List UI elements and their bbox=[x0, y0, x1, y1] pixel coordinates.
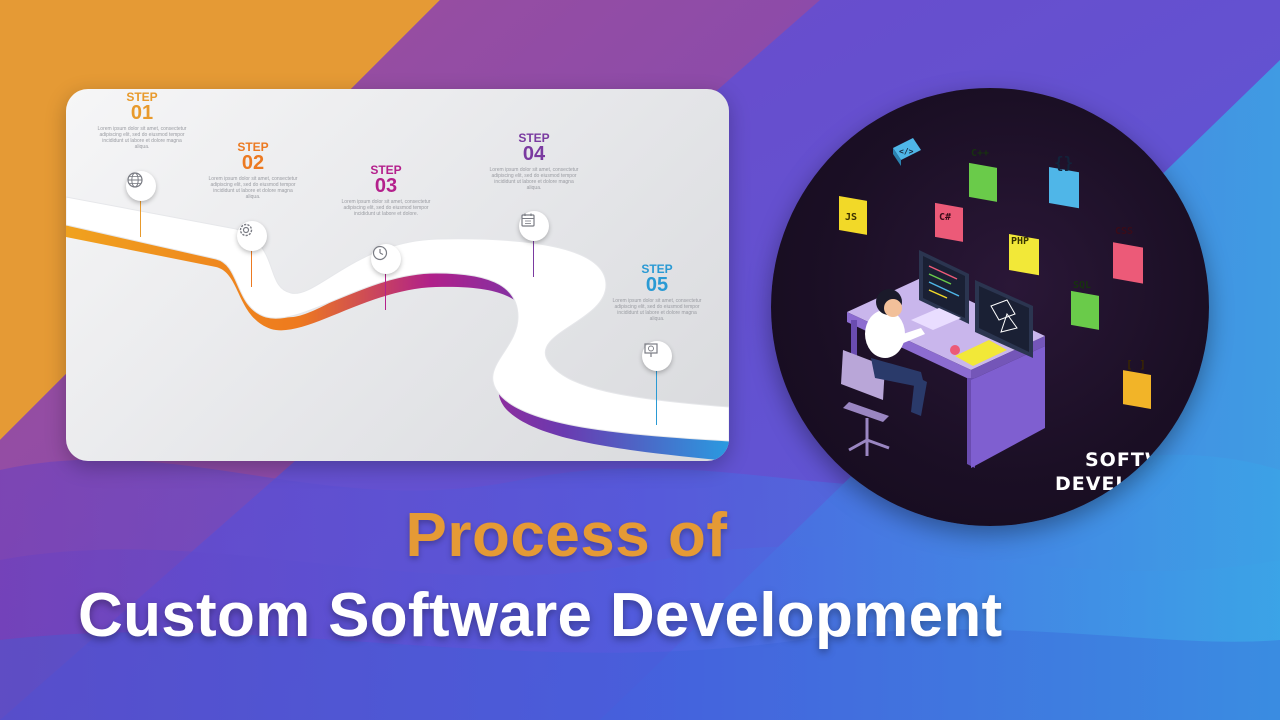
step-01: STEP 01 Lorem ipsum dolor sit amet, cons… bbox=[94, 91, 190, 150]
step-04-pin-line bbox=[533, 239, 534, 277]
step-03-label: STEP bbox=[370, 163, 402, 177]
page-title: Custom Software Development bbox=[78, 581, 1003, 650]
step-02: STEP 02 Lorem ipsum dolor sit amet, cons… bbox=[205, 141, 301, 200]
step-02-pin-line bbox=[251, 249, 252, 287]
step-03-description: Lorem ipsum dolor sit amet, consectetur … bbox=[341, 199, 431, 217]
step-04: STEP 04 Lorem ipsum dolor sit amet, cons… bbox=[486, 132, 582, 191]
svg-text:{}: {} bbox=[1054, 153, 1073, 172]
csharp-badge: C# bbox=[935, 202, 963, 242]
step-05-description: Lorem ipsum dolor sit amet, consectetur … bbox=[612, 298, 702, 322]
step-05-label: STEP bbox=[641, 262, 673, 276]
step-01-pin-line bbox=[140, 199, 141, 237]
brackets-badge: [ ] bbox=[1123, 358, 1151, 410]
php-badge: PHP bbox=[1009, 233, 1039, 276]
gear-icon bbox=[237, 221, 267, 251]
title-accent: Process of bbox=[405, 501, 728, 570]
clock-icon bbox=[371, 244, 401, 274]
svg-text:SQL: SQL bbox=[1073, 280, 1091, 291]
svg-text:C#: C# bbox=[939, 212, 951, 223]
developer-person bbox=[841, 289, 927, 456]
step-04-description: Lorem ipsum dolor sit amet, consectetur … bbox=[489, 167, 579, 191]
developer-illustration: </> C++ {} JS C# PHP CSS SQL bbox=[771, 88, 1209, 526]
keyboard bbox=[911, 308, 961, 330]
svg-text:CSS: CSS bbox=[1115, 226, 1133, 237]
step-04-number: 04 bbox=[522, 143, 546, 165]
svg-text:PHP: PHP bbox=[1011, 236, 1029, 247]
step-05-number: 05 bbox=[645, 274, 669, 296]
developer-scene: </> C++ {} JS C# PHP CSS SQL bbox=[839, 138, 1182, 495]
monitor-left bbox=[919, 250, 969, 324]
coffee-mug bbox=[950, 345, 960, 355]
svg-text:</>: </> bbox=[899, 147, 914, 156]
svg-text:JS: JS bbox=[845, 212, 857, 223]
step-01-description: Lorem ipsum dolor sit amet, consectetur … bbox=[97, 126, 187, 150]
calendar-icon bbox=[519, 211, 549, 241]
step-01-number: 01 bbox=[130, 102, 154, 124]
step-03-number: 03 bbox=[374, 175, 398, 197]
presentation-icon bbox=[642, 341, 672, 371]
globe-icon bbox=[126, 171, 156, 201]
braces-badge: {} bbox=[1049, 153, 1079, 209]
step-05-pin-line bbox=[656, 369, 657, 425]
step-01-label: STEP bbox=[126, 90, 158, 104]
html-tag-badge: </> bbox=[893, 138, 921, 166]
notepad bbox=[955, 340, 1007, 366]
step-02-description: Lorem ipsum dolor sit amet, consectetur … bbox=[208, 176, 298, 200]
cpp-badge: C++ bbox=[969, 148, 997, 202]
js-badge: JS bbox=[839, 195, 867, 235]
step-02-number: 02 bbox=[241, 152, 265, 174]
caption-line-2: DEVELOP bbox=[1055, 473, 1160, 495]
monitor-right bbox=[975, 280, 1033, 358]
step-05: STEP 05 Lorem ipsum dolor sit amet, cons… bbox=[609, 263, 705, 322]
step-02-label: STEP bbox=[237, 140, 269, 154]
sql-badge: SQL bbox=[1071, 280, 1099, 330]
step-03-pin-line bbox=[385, 272, 386, 310]
svg-text:C++: C++ bbox=[971, 148, 989, 159]
step-03: STEP 03 Lorem ipsum dolor sit amet, cons… bbox=[338, 164, 434, 217]
css-badge: CSS bbox=[1113, 226, 1143, 284]
roadmap-infographic: STEP 01 Lorem ipsum dolor sit amet, cons… bbox=[66, 89, 729, 461]
svg-text:[ ]: [ ] bbox=[1126, 358, 1146, 371]
caption-line-1: SOFTWA bbox=[1085, 449, 1182, 471]
step-04-label: STEP bbox=[518, 131, 550, 145]
